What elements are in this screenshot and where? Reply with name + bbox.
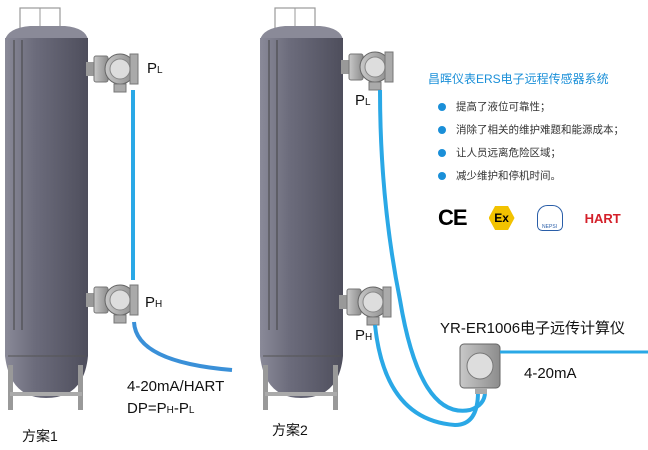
feature-item: 让人员远离危险区域；	[428, 141, 648, 164]
caption-scheme-2: 方案2	[272, 422, 308, 438]
feature-panel: 昌晖仪表ERS电子远程传感器系统 提高了液位可靠性； 消除了相关的维护难题和能源…	[428, 70, 648, 187]
bullet-icon	[438, 102, 446, 111]
tank-scheme-2	[259, 7, 344, 411]
label-ph-2: PH	[355, 327, 373, 344]
ex-logo: Ex	[488, 206, 515, 230]
transmitter-pl-2	[340, 51, 394, 91]
certification-logos: CE Ex NEPSI HART	[438, 205, 621, 231]
bullet-icon	[438, 148, 446, 157]
transmitter-pl-1	[85, 53, 139, 93]
bullet-icon	[438, 125, 446, 134]
feature-item: 减少维护和停机时间。	[428, 164, 648, 187]
bullet-icon	[438, 171, 446, 180]
hart-logo: HART	[584, 210, 621, 226]
transmitter-ph-1	[85, 284, 139, 324]
nepsi-logo: NEPSI	[536, 205, 563, 231]
feature-item: 提高了液位可靠性；	[428, 95, 648, 118]
label-ph-1: PH	[145, 294, 163, 311]
calculator-device	[459, 343, 501, 394]
label-pl-1: PL	[147, 60, 163, 77]
caption-scheme-1: 方案1	[22, 428, 58, 444]
feature-title: 昌晖仪表ERS电子远程传感器系统	[428, 72, 609, 86]
label-pl-2: PL	[355, 92, 371, 109]
signal-cable-1	[132, 321, 233, 372]
signal-label-2: 4-20mA	[524, 365, 577, 382]
feature-item: 消除了相关的维护难题和能源成本；	[428, 118, 648, 141]
signal-label-1: 4-20mA/HART	[127, 378, 225, 395]
remote-cable-ph	[373, 324, 480, 428]
ce-logo: CE	[438, 205, 468, 230]
device-label: YR-ER1006电子远传计算仪	[440, 320, 626, 337]
transmitter-ph-2	[338, 286, 392, 326]
dp-formula: DP=PH-PL	[127, 400, 195, 417]
tank-scheme-1	[4, 7, 89, 411]
